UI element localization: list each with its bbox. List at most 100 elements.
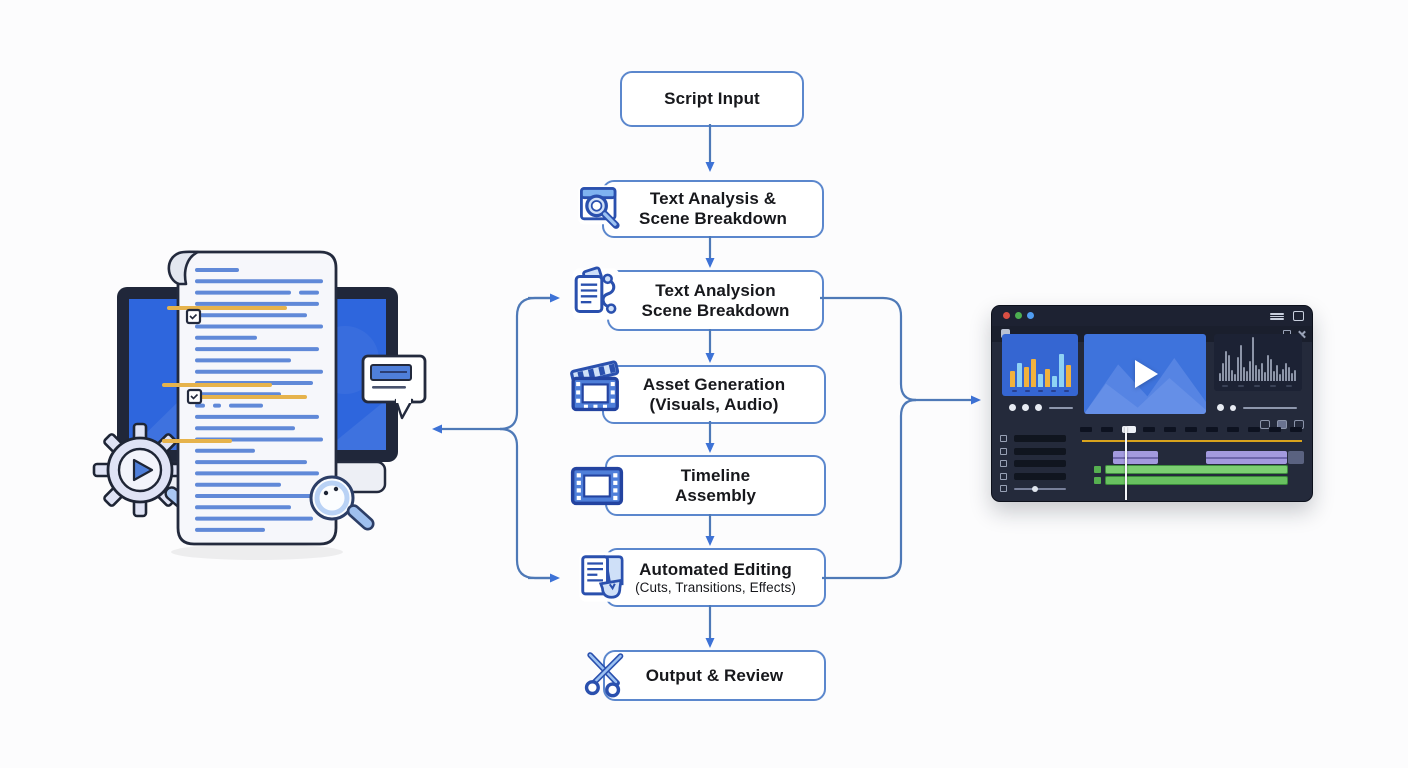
track-label [1014, 447, 1066, 455]
playhead[interactable] [1125, 427, 1127, 500]
control-dot[interactable] [1009, 404, 1016, 411]
timeline-clip-purple[interactable] [1206, 451, 1287, 464]
control-dot[interactable] [1035, 404, 1042, 411]
chart-bar [1059, 354, 1064, 387]
waveform-bar [1252, 337, 1254, 381]
waveform-bar [1228, 355, 1230, 381]
waveform-bar [1246, 371, 1248, 381]
track-slider-handle[interactable] [1032, 485, 1038, 492]
ruler-tick[interactable] [1143, 427, 1155, 432]
step-label: Script Input [664, 89, 760, 109]
waveform-bar [1249, 361, 1251, 381]
axis-tick [1051, 390, 1056, 392]
control-dot[interactable] [1230, 404, 1236, 411]
clip-fragment[interactable] [1094, 477, 1101, 484]
timeline-clip-green[interactable] [1105, 465, 1288, 474]
track-row [1000, 484, 1074, 496]
clapperboard-icon [570, 360, 620, 412]
clip-stats-panel [1002, 334, 1078, 396]
chart-bar [1066, 365, 1071, 387]
axis-tick [1012, 390, 1017, 392]
ruler-tick[interactable] [1101, 427, 1113, 432]
timeline-clip-purple[interactable] [1113, 451, 1158, 464]
search-window-icon [578, 185, 620, 229]
clip-fragment[interactable] [1094, 466, 1101, 473]
ruler-tick[interactable] [1269, 427, 1281, 432]
waveform-bar [1273, 371, 1275, 381]
zoom-traffic-light[interactable] [1027, 312, 1034, 319]
waveform-bar [1270, 359, 1272, 381]
flow-step-output-review: Output & Review [603, 650, 826, 701]
step-label: Text Analysion [655, 280, 776, 300]
video-preview-panel [1084, 334, 1206, 414]
ruler-tick[interactable] [1185, 427, 1197, 432]
speech-bubble [361, 354, 427, 420]
track-checkbox[interactable] [1000, 435, 1007, 442]
step-label: Asset Generation [642, 374, 786, 394]
track-checkbox[interactable] [1000, 485, 1007, 492]
chart-bar [1017, 363, 1022, 387]
ruler-tick[interactable] [1290, 427, 1302, 432]
slider[interactable] [1049, 407, 1073, 409]
timeline-ruler[interactable] [1080, 426, 1306, 435]
waveform-bar [1276, 365, 1278, 381]
waveform-bar [1264, 372, 1266, 381]
flow-step-text-analysion: Text Analysion Scene Breakdown [607, 270, 824, 331]
ruler-tick[interactable] [1248, 427, 1260, 432]
track-checkbox[interactable] [1000, 447, 1007, 455]
ruler-tick[interactable] [1122, 426, 1136, 433]
flow-step-automated-editing: Automated Editing (Cuts, Transitions, Ef… [605, 548, 826, 607]
ruler-tick[interactable] [1164, 427, 1176, 432]
flow-step-asset-generation: Asset Generation (Visuals, Audio) [602, 365, 826, 424]
chart-bar [1024, 367, 1029, 387]
menu-icon[interactable] [1270, 313, 1284, 320]
waveform-bar [1279, 374, 1281, 381]
expand-icon[interactable] [1293, 311, 1304, 321]
minimize-traffic-light[interactable] [1015, 312, 1022, 319]
right-panel-controls [1214, 400, 1302, 416]
flow-step-timeline-assembly: Timeline Assembly [605, 455, 826, 516]
waveform-bar [1258, 369, 1260, 381]
waveform-bar [1294, 370, 1296, 381]
scissors-icon [584, 652, 624, 698]
control-dot[interactable] [1022, 404, 1029, 411]
track-checkbox[interactable] [1000, 460, 1007, 467]
slider[interactable] [1243, 407, 1297, 409]
axis-tick [1038, 390, 1043, 392]
filmstrip-icon [570, 466, 624, 506]
gear-play-icon [92, 422, 190, 518]
close-traffic-light[interactable] [1003, 312, 1010, 319]
track-checkbox[interactable] [1000, 472, 1007, 480]
tool-icon[interactable] [1260, 420, 1270, 429]
timeline-clip-green[interactable] [1105, 476, 1288, 485]
control-dot[interactable] [1217, 404, 1224, 411]
waveform-bar [1243, 367, 1245, 381]
timeline-clip-gray[interactable] [1288, 451, 1304, 464]
magnifier-icon [309, 475, 375, 531]
tool-icon[interactable] [1277, 420, 1287, 429]
timeline-marker-line [1082, 440, 1302, 442]
track-slider [1014, 488, 1066, 490]
track-label [1014, 435, 1066, 442]
waveform-bar [1219, 373, 1221, 381]
ruler-tick[interactable] [1206, 427, 1218, 432]
axis-tick [1254, 385, 1260, 387]
track-label [1014, 460, 1066, 467]
script-to-video-illustration [92, 250, 427, 560]
chart-bar [1010, 371, 1015, 387]
waveform-bar [1261, 363, 1263, 381]
waveform-bar [1231, 370, 1233, 381]
axis-tick [1270, 385, 1276, 387]
ruler-tick[interactable] [1080, 427, 1092, 432]
highlight-lines [162, 306, 307, 443]
track-row [1000, 472, 1074, 484]
chart-bar [1052, 376, 1057, 387]
step-label: Timeline [680, 465, 751, 485]
ruler-tick[interactable] [1227, 427, 1239, 432]
chart-bar [1045, 369, 1050, 387]
play-icon[interactable] [1135, 360, 1158, 388]
flow-step-text-analysis: Text Analysis & Scene Breakdown [602, 180, 824, 238]
axis-tick [1222, 385, 1228, 387]
waveform-bar [1288, 367, 1290, 381]
